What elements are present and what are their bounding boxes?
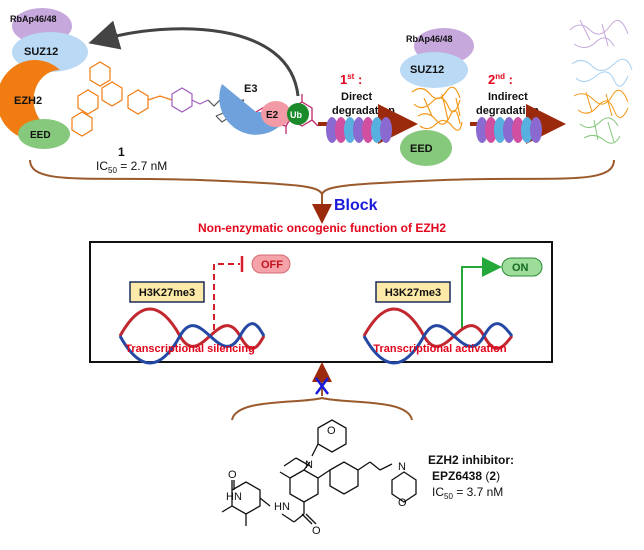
prc2-complex-middle: RbAp46/48 SUZ12 EED	[400, 28, 474, 166]
epz6438-atom-labels: O N HN O N H O N O	[226, 425, 407, 537]
step2-ordinal: 2nd :	[488, 72, 513, 87]
activation-caption: Transcriptional activation	[373, 343, 507, 355]
ezh2-ribbon-2	[411, 86, 463, 131]
ezh2-label: EZH2	[14, 95, 42, 107]
e2-label: E2	[266, 110, 279, 121]
e3-label: E3	[244, 83, 257, 95]
compound-number: 1	[118, 145, 125, 159]
dna-helix-right	[362, 307, 514, 365]
inhibitor-line1: EZH2 inhibitor:	[428, 453, 514, 467]
h3k27me3-box-left	[129, 281, 205, 303]
rbap-label-2: RbAp46/48	[406, 34, 453, 44]
step2-line1: Indirect	[488, 91, 528, 103]
silencing-caption: Transcriptional silencing	[125, 343, 255, 355]
step1-line1: Direct	[341, 91, 373, 103]
proteasome-2	[476, 117, 542, 143]
atom-pyridone-nh: HN	[226, 491, 242, 503]
epz6438-structure	[221, 419, 417, 526]
atom-morpholine-o: O	[398, 497, 407, 509]
degraded-complex-fragments	[569, 19, 633, 144]
off-label: OFF	[261, 259, 283, 271]
compound-ic50: IC50 = 2.7 nM	[96, 159, 167, 175]
block-x-icon	[315, 377, 329, 395]
activation-line	[461, 257, 502, 330]
suz12-label: SUZ12	[24, 46, 58, 58]
on-badge	[501, 257, 543, 277]
silencing-panel: OFF H3K27me3 Transcriptional silencing	[118, 254, 291, 365]
h3k27me3-label-left: H3K27me3	[139, 287, 195, 299]
step1-line2: degradation	[332, 105, 395, 117]
dna-helix-left	[118, 307, 266, 365]
step1-ordinal: 1st :	[340, 72, 362, 87]
eed-label: EED	[30, 130, 51, 141]
rbap-label: RbAp46/48	[10, 14, 57, 24]
atom-amide-n: N	[282, 501, 290, 513]
prc2-complex-left: RbAp46/48 SUZ12 EZH2 EED	[0, 8, 88, 149]
suz12-subunit-2	[400, 52, 468, 88]
eed-label-2: EED	[410, 143, 433, 155]
inhibitor-name: EPZ6438 (2)	[432, 469, 500, 483]
suz12-label-2: SUZ12	[410, 64, 444, 76]
atom-pyridone-o: O	[228, 469, 237, 481]
step2-line2: degradation	[476, 105, 539, 117]
activation-panel: ON H3K27me3 Transcriptional activation	[362, 257, 543, 365]
on-label: ON	[512, 262, 529, 274]
e3-ligase-complex: E3 E2 Ub	[219, 83, 309, 135]
e2-subunit	[261, 101, 291, 127]
h3k27me3-box-right	[375, 281, 451, 303]
eed-subunit	[18, 119, 70, 149]
degrader-molecule	[71, 61, 209, 137]
h3k27me3-label-right: H3K27me3	[385, 287, 441, 299]
ub-subunit	[287, 103, 309, 125]
atom-amine-n: N	[305, 459, 313, 471]
eed-subunit-2	[400, 130, 452, 166]
proteasome-1	[326, 117, 392, 143]
atom-amide-o: O	[312, 525, 321, 537]
function-title: Non-enzymatic oncogenic function of EZH2	[198, 221, 446, 235]
ezh2-subunit	[0, 60, 60, 140]
inhibitor-ic50: IC50 = 3.7 nM	[432, 485, 503, 501]
atom-oxane-o: O	[327, 425, 336, 437]
off-badge	[251, 254, 291, 274]
block-label: Block	[334, 197, 378, 214]
ubiquitin-transfer-arrow	[88, 20, 300, 97]
atom-morpholine-n: N	[398, 461, 406, 473]
atom-amide-h: H	[274, 501, 282, 513]
ub-label: Ub	[290, 110, 302, 120]
bottom-brace	[231, 396, 413, 421]
repression-line	[213, 263, 240, 330]
